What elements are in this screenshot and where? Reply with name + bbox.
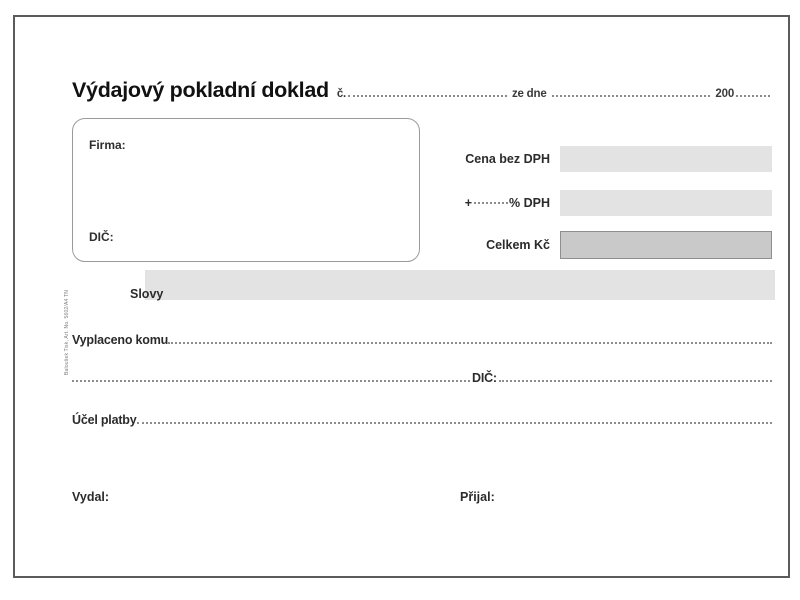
paid-to-row: Vyplaceno komu <box>72 333 772 353</box>
amount-row-total: Celkem Kč <box>425 230 772 260</box>
company-details-box[interactable]: Firma: DIČ: <box>72 118 420 262</box>
issued-by-label: Vydal: <box>72 490 110 504</box>
year-label: 200 <box>715 88 735 100</box>
document-number-input[interactable] <box>348 94 507 97</box>
signature-row: Vydal: Přijal: <box>72 490 772 510</box>
date-input[interactable] <box>551 94 711 97</box>
amount-input-total[interactable] <box>560 231 772 259</box>
page-title: Výdajový pokladní doklad <box>72 78 329 102</box>
recipient-vat-row: DIČ: <box>72 371 772 391</box>
amount-input-vat[interactable] <box>560 190 772 216</box>
amount-row-vat: + % DPH <box>425 188 772 218</box>
amount-label-net: Cena bez DPH <box>465 152 550 166</box>
form-header-row: Výdajový pokladní doklad č. ze dne 200 <box>72 78 772 104</box>
amount-input-net[interactable] <box>560 146 772 172</box>
recipient-vat-label: DIČ: <box>472 371 497 385</box>
purpose-label: Účel platby <box>72 413 137 427</box>
vat-plus-sign: + <box>464 196 473 210</box>
amount-in-words-input[interactable] <box>145 270 775 300</box>
company-vat-id-label: DIČ: <box>89 230 114 244</box>
cash-voucher-form: Výdajový pokladní doklad č. ze dne 200 B… <box>15 17 788 576</box>
amount-label-total: Celkem Kč <box>486 238 550 252</box>
paid-to-label: Vyplaceno komu <box>72 333 169 347</box>
scan-frame: Výdajový pokladní doklad č. ze dne 200 B… <box>13 15 790 578</box>
printer-code-label: Baloušek Tisk, Art. No. 5602/A4 TN <box>64 289 70 375</box>
year-input[interactable] <box>736 94 771 97</box>
date-label: ze dne <box>511 88 547 100</box>
received-by-label: Přijal: <box>460 490 495 504</box>
amount-row-net: Cena bez DPH <box>425 144 772 174</box>
company-name-label: Firma: <box>89 138 126 152</box>
vat-rate-input[interactable] <box>474 201 509 204</box>
document-number-label: č. <box>336 88 347 100</box>
amount-in-words-label: Slovy <box>130 287 164 301</box>
purpose-input[interactable] <box>136 421 772 424</box>
paid-to-input[interactable] <box>168 341 772 344</box>
amount-in-words-row: Slovy <box>72 170 775 301</box>
paid-to-input-continued[interactable] <box>72 379 470 382</box>
recipient-vat-input[interactable] <box>498 379 772 382</box>
vat-percent-label: % DPH <box>509 196 550 210</box>
purpose-row: Účel platby <box>72 413 772 433</box>
amount-label-vat: + % DPH <box>425 196 560 210</box>
